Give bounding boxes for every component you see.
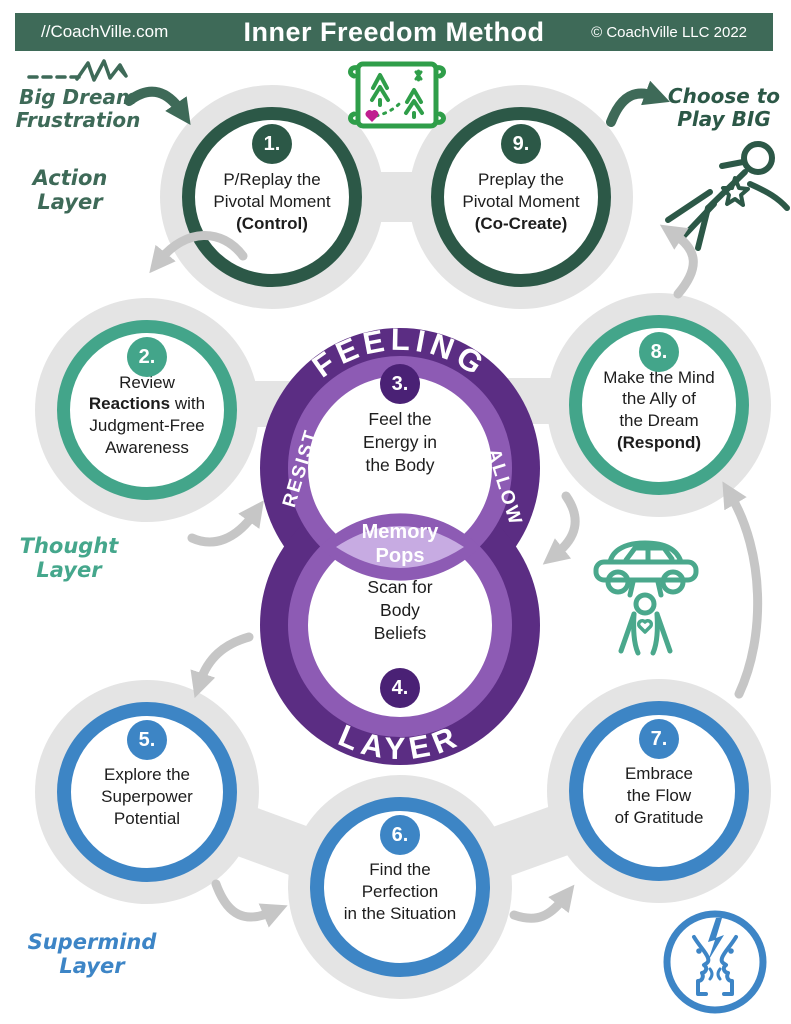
header-bar: //CoachVille.com Inner Freedom Method © … [15, 13, 773, 51]
copyright-label: © CoachVille LLC 2022 [591, 23, 747, 41]
step-4-number: 4. [380, 668, 420, 708]
frustration-zigzag-icon [27, 59, 128, 82]
supermind-layer-label: Supermind Layer [27, 930, 157, 979]
step-9-number: 9. [501, 124, 541, 164]
superhero-flying-icon [665, 141, 790, 251]
choose-to-play-big-label: Choose to Play BIG [667, 84, 781, 131]
step-6-number: 6. [380, 815, 420, 855]
step-8-number: 8. [639, 332, 679, 372]
venn-top-inner [308, 376, 492, 560]
conflict-lightning [708, 918, 724, 961]
action-layer-label: Action Layer [32, 166, 108, 215]
memory-pops-lens-inner [336, 526, 464, 568]
two-faces-conflict-icon [663, 910, 767, 1014]
step-7-number: 7. [639, 719, 679, 759]
superhero-lifting-car-icon [593, 540, 699, 656]
map-heart-marker [365, 110, 379, 122]
step-5-number: 5. [127, 720, 167, 760]
feeling-layer-venn: FEELING LAYER RESIST ALLOW [260, 322, 540, 766]
big-dream-frustration-label: Big Dream Frustration [15, 85, 141, 132]
step-3-number: 3. [380, 364, 420, 404]
venn-bottom-inner [308, 533, 492, 717]
thought-layer-label: Thought Layer [19, 534, 119, 583]
step-1-number: 1. [252, 124, 292, 164]
site-label: //CoachVille.com [41, 22, 169, 41]
treasure-map-icon [348, 61, 446, 129]
step-2-number: 2. [127, 337, 167, 377]
page-title: Inner Freedom Method [243, 16, 545, 47]
